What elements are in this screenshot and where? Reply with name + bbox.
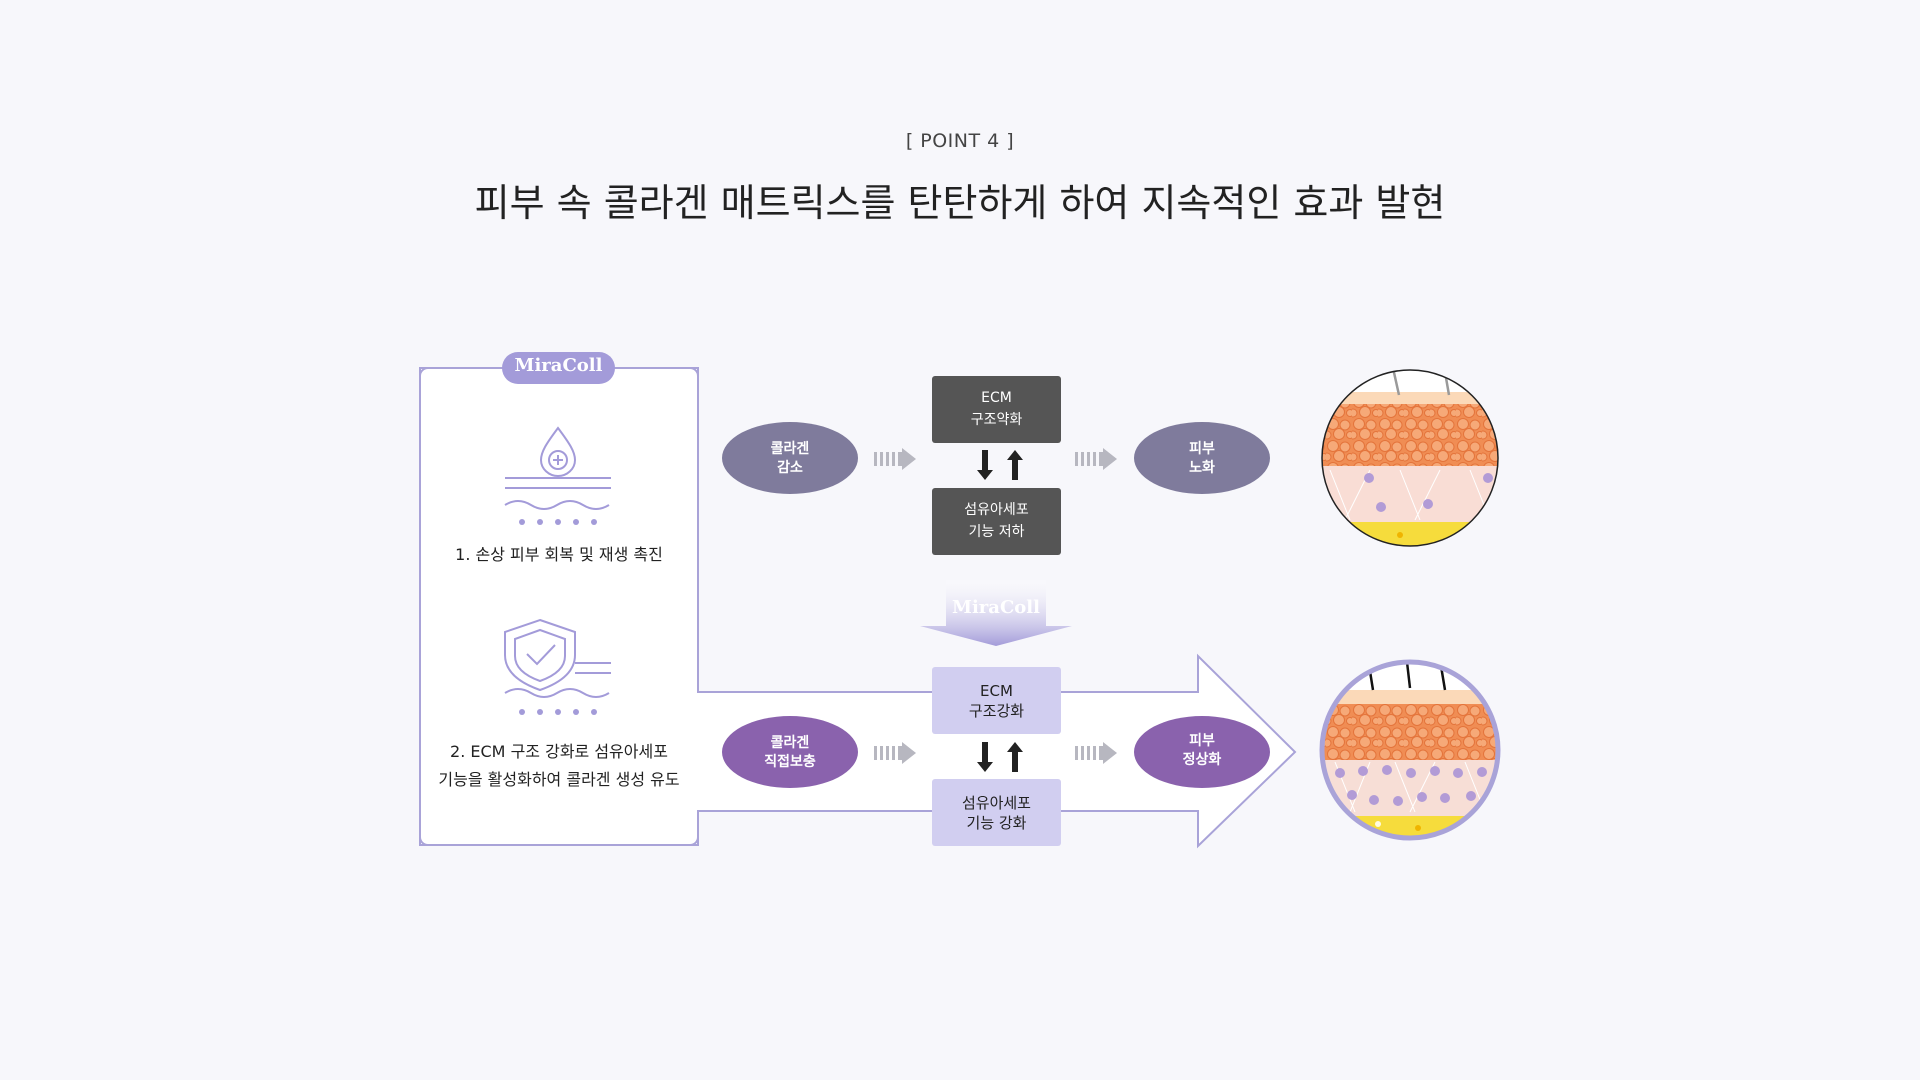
bottom-start-line1: 콜라겐 <box>770 735 810 751</box>
top-box2-line1: 섬유아세포 <box>964 502 1029 518</box>
aged-skin-illustration <box>1322 370 1498 546</box>
oval-collagen-supply <box>722 716 858 788</box>
feature-2-line1: 2. ECM 구조 강화로 섬유아세포 <box>450 742 668 761</box>
box-fibroblast-decline <box>932 488 1061 555</box>
oval-skin-normal <box>1134 716 1270 788</box>
dashed-arrow-1 <box>874 448 916 470</box>
oval-collagen-decrease <box>722 422 858 494</box>
top-box1-line2: 구조약화 <box>970 412 1023 428</box>
card-brand-label: MiraColl <box>514 355 603 376</box>
box-ecm-weakening <box>932 376 1061 443</box>
shield-check-icon <box>504 618 611 698</box>
page-title: 피부 속 콜라겐 매트릭스를 탄탄하게 하여 지속적인 효과 발현 <box>474 181 1446 225</box>
top-box2-line2: 기능 저하 <box>968 524 1025 540</box>
bottom-box1-line1: ECM <box>980 682 1013 700</box>
droplet-plus-icon <box>504 426 611 510</box>
updown-arrows-top <box>977 450 1023 480</box>
bottom-box2-line1: 섬유아세포 <box>961 794 1031 812</box>
bottom-end-line1: 피부 <box>1189 733 1215 749</box>
top-box1-line1: ECM <box>981 390 1012 406</box>
dashed-arrow-2 <box>1075 448 1117 470</box>
dashed-arrow-3 <box>874 742 916 764</box>
bottom-start-line2: 직접보충 <box>764 754 816 770</box>
bottom-end-line2: 정상화 <box>1182 752 1222 768</box>
bottom-box2-line2: 기능 강화 <box>966 814 1027 832</box>
top-end-line1: 피부 <box>1189 441 1215 457</box>
box-fibroblast-enhance <box>932 779 1061 846</box>
bottom-box1-line2: 구조강화 <box>968 702 1025 720</box>
oval-skin-aging <box>1134 422 1270 494</box>
miracoll-badge <box>502 352 615 384</box>
top-start-line2: 감소 <box>777 460 803 476</box>
dashed-arrow-4 <box>1075 742 1117 764</box>
miracoll-down-arrow <box>920 580 1072 646</box>
box-ecm-strengthening <box>932 667 1061 734</box>
top-start-line1: 콜라겐 <box>770 441 810 457</box>
arrow-brand-label: MiraColl <box>952 597 1040 618</box>
top-end-line2: 노화 <box>1189 460 1215 476</box>
feature-1-text: 1. 손상 피부 회복 및 재생 촉진 <box>455 545 663 564</box>
point-label: [ POINT 4 ] <box>905 130 1015 152</box>
updown-arrows-bottom <box>977 742 1023 772</box>
feature-2-line2: 기능을 활성화하여 콜라겐 생성 유도 <box>438 770 680 789</box>
